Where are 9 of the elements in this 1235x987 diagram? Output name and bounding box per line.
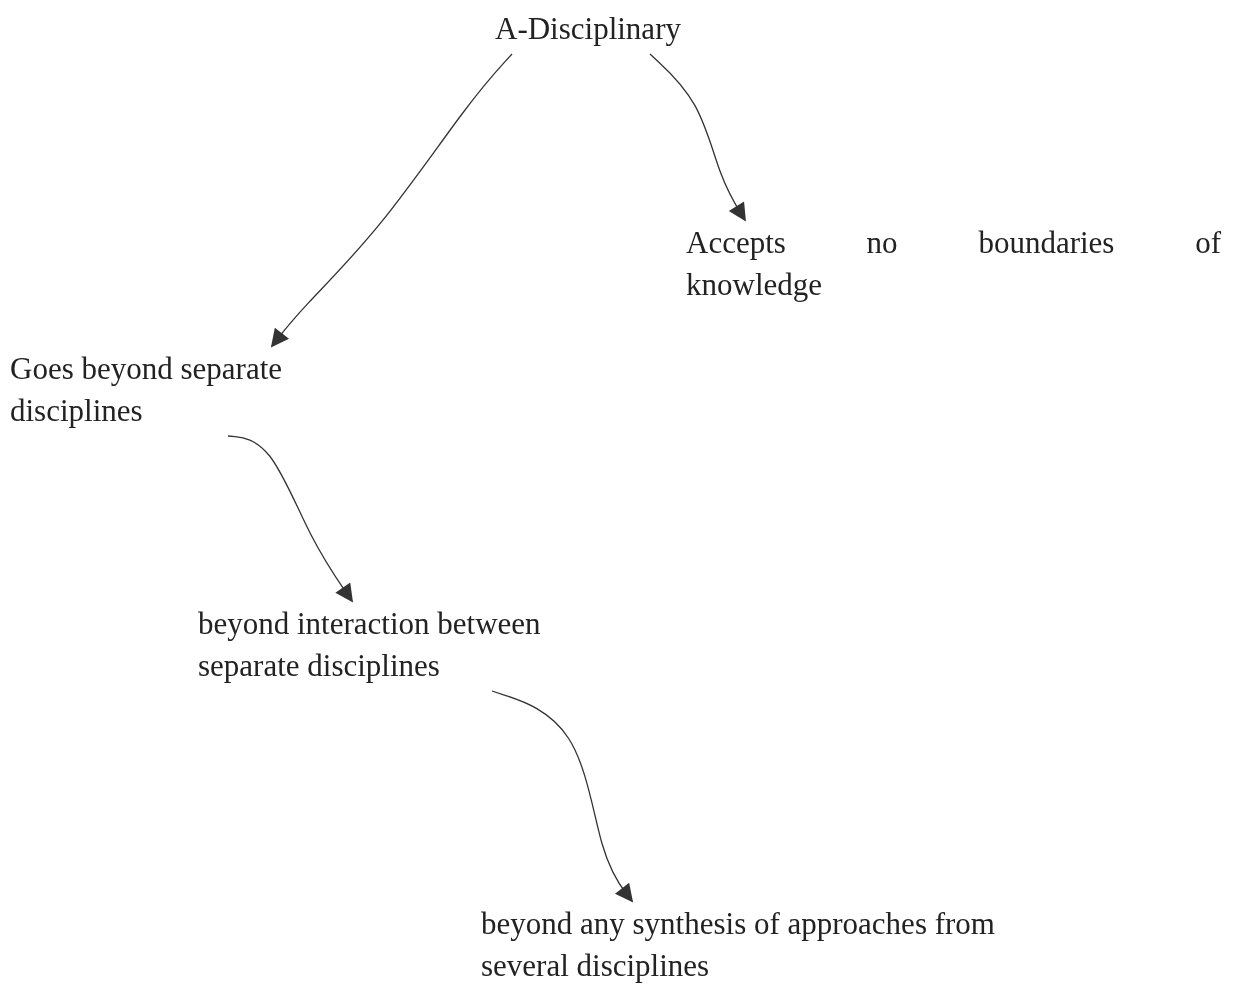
node-text: Accepts no boundaries of knowledge	[686, 224, 1221, 304]
node-text: beyond any synthesis of approaches from several disciplines	[481, 905, 996, 985]
node-text: beyond interaction between separate disciplines	[198, 605, 542, 685]
node-text: A-Disciplinary	[495, 10, 682, 48]
arrow	[491, 690, 634, 903]
node-text: Goes beyond separate disciplines	[10, 350, 283, 430]
arrow	[227, 435, 353, 603]
arrow	[649, 53, 746, 222]
arrow	[270, 53, 513, 348]
